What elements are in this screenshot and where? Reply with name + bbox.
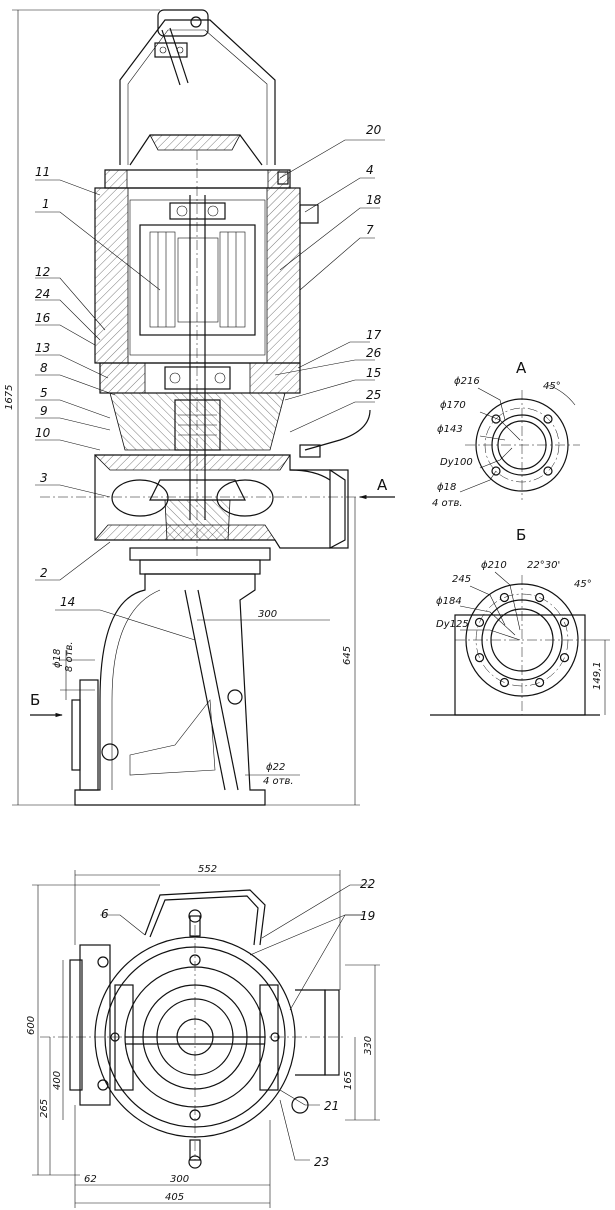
- label-26: 26: [366, 346, 382, 360]
- leader-lines: [35, 139, 385, 641]
- flange-b-bolt-hole: [534, 592, 545, 603]
- label-18: 18: [366, 193, 382, 207]
- dim-inlet-hole-count: 8 отв.: [64, 641, 75, 672]
- flange-a-angle: 45°: [543, 381, 561, 392]
- flange-b-dy: Dy125: [436, 619, 469, 630]
- label-23: 23: [314, 1155, 329, 1169]
- flange-b-bolt-hole: [499, 592, 509, 603]
- dim-outlet-height: 645: [342, 646, 353, 665]
- label-25: 25: [366, 388, 381, 402]
- flange-a-hole-count: 4 отв.: [432, 498, 463, 509]
- flange-a-d-outer: ϕ216: [454, 376, 480, 387]
- flange-b-d-bolt: ϕ210: [481, 560, 507, 571]
- flange-b-bolt-hole: [559, 652, 570, 663]
- label-8: 8: [40, 361, 48, 375]
- flange-b-angle2: 45°: [574, 579, 592, 590]
- label-15: 15: [366, 366, 381, 380]
- label-21: 21: [324, 1099, 339, 1113]
- flange-a-holes: ϕ18: [437, 482, 456, 493]
- dim-plan-405: 405: [165, 1192, 184, 1203]
- plan-leaders: [100, 884, 370, 1161]
- label-4: 4: [366, 163, 374, 177]
- label-14: 14: [60, 595, 75, 609]
- plan-view: [40, 889, 345, 1169]
- dim-inlet-hole-dia: ϕ18: [52, 649, 63, 668]
- label-13: 13: [35, 341, 50, 355]
- flange-b-title: Б: [516, 526, 526, 544]
- label-5: 5: [40, 386, 48, 400]
- label-1: 1: [42, 197, 50, 211]
- dim-plan-depth: 600: [26, 1016, 37, 1035]
- dim-foot-hole-dia: ϕ22: [266, 762, 285, 773]
- flange-a-dy: Dy100: [440, 457, 473, 468]
- flange-a-view: [465, 384, 580, 500]
- dim-foot-hole-count: 4 отв.: [263, 776, 294, 787]
- flange-a-leaders: [459, 387, 521, 493]
- flange-a-d-bolt: ϕ170: [440, 400, 466, 411]
- dim-plan-300: 300: [170, 1174, 189, 1185]
- label-24: 24: [35, 287, 50, 301]
- label-6: 6: [101, 907, 109, 921]
- section-mark-a: А: [377, 476, 388, 494]
- flange-b-view: [430, 575, 610, 716]
- flange-b-d-raised: ϕ184: [436, 596, 462, 607]
- plan-dimension-lines: [32, 870, 380, 1208]
- label-12: 12: [35, 265, 50, 279]
- flange-a-title: А: [516, 359, 527, 377]
- label-22: 22: [360, 877, 375, 891]
- flange-b-leaders: [459, 571, 521, 641]
- label-11: 11: [35, 165, 50, 179]
- label-10: 10: [35, 426, 51, 440]
- section-mark-b: Б: [30, 691, 40, 709]
- flange-b-bolt-hole: [559, 617, 570, 628]
- label-20: 20: [366, 123, 382, 137]
- main-dimension-lines: [12, 9, 360, 806]
- dim-plan-width: 552: [198, 864, 217, 875]
- dim-plan-400: 400: [52, 1071, 63, 1090]
- dim-overall-height: 1675: [4, 385, 15, 410]
- dim-plan-330: 330: [363, 1036, 374, 1055]
- dim-plan-62: 62: [84, 1174, 97, 1185]
- label-3: 3: [40, 471, 48, 485]
- flange-b-bolt-hole: [474, 652, 485, 663]
- flange-b-bolt-hole: [534, 677, 545, 688]
- label-16: 16: [35, 311, 51, 325]
- label-17: 17: [366, 328, 382, 342]
- dim-plan-165: 165: [343, 1071, 354, 1090]
- flange-b-bolt-hole: [474, 617, 485, 628]
- label-9: 9: [40, 404, 48, 418]
- label-7: 7: [366, 223, 374, 237]
- dim-plan-265: 265: [39, 1099, 50, 1118]
- main-elevation-view: [71, 9, 371, 806]
- label-19: 19: [360, 909, 375, 923]
- flange-b-height: 149,1: [592, 661, 603, 690]
- dim-offset: 300: [258, 609, 277, 620]
- flange-b-angle1: 22°30': [527, 560, 560, 571]
- label-2: 2: [40, 566, 48, 580]
- flange-b-bolt-hole: [499, 677, 509, 688]
- flange-b-d-outer: 245: [452, 574, 471, 585]
- flange-a-d-raised: ϕ143: [437, 424, 463, 435]
